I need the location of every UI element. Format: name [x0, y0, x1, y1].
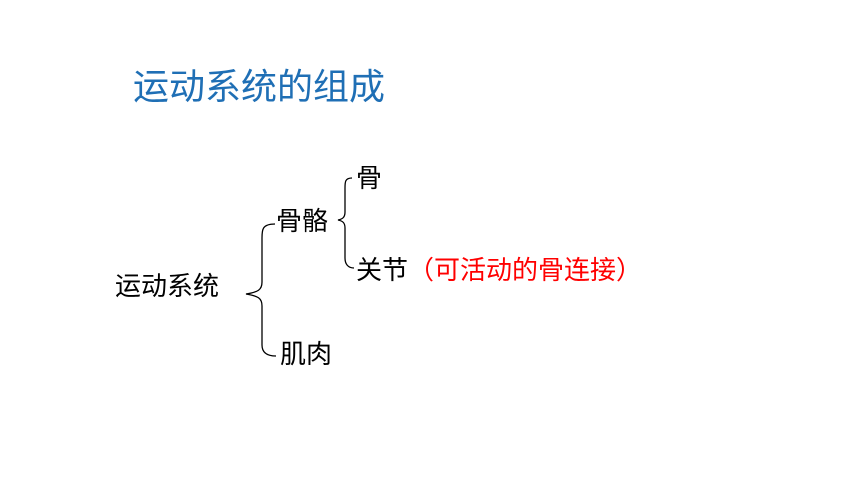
node-muscle: 肌肉 — [280, 340, 333, 370]
slide-title: 运动系统的组成 — [133, 67, 386, 108]
node-joint: 关节（可活动的骨连接） — [356, 254, 642, 288]
brace-skeleton — [337, 177, 355, 269]
brace-root — [245, 223, 277, 357]
node-bone: 骨 — [356, 164, 383, 194]
joint-note: （可活动的骨连接） — [408, 256, 643, 286]
node-joint-label: 关节 — [356, 256, 409, 286]
node-motor-system: 运动系统 — [115, 272, 220, 302]
node-skeleton: 骨骼 — [276, 207, 329, 237]
